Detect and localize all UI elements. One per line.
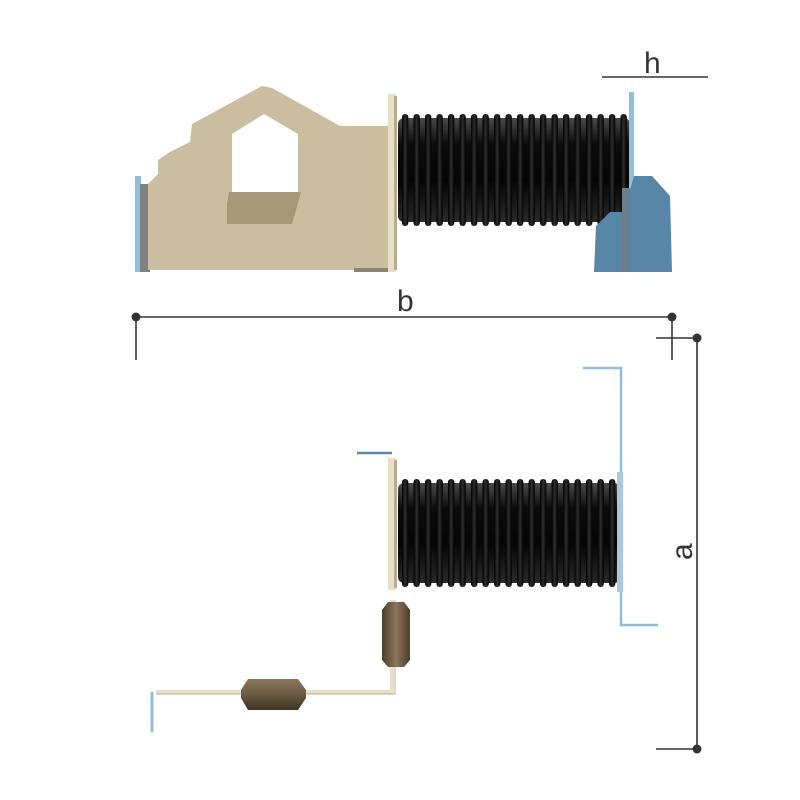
pipe-rib (471, 479, 478, 587)
pipe-rib (448, 479, 455, 587)
pipe-rib (494, 114, 501, 226)
dimension-h: h (602, 47, 708, 80)
pipe-rib (425, 479, 432, 587)
side-right-end-plate (629, 92, 634, 272)
corrugated-pipe-side (398, 114, 630, 226)
right-support-post (622, 188, 630, 272)
pipe-collar (388, 94, 396, 272)
pipe-rib (505, 479, 512, 587)
pipe-rib (597, 479, 604, 587)
vertical-coupling (382, 602, 410, 667)
pipe-rib (517, 114, 524, 226)
pipe-rib (459, 479, 466, 587)
pipe-rib (436, 479, 443, 587)
dimension-h-label: h (644, 47, 661, 80)
pipe-rib (413, 479, 420, 587)
right-support-block (594, 176, 672, 272)
pipe-rib (551, 479, 558, 587)
pipe-rib (413, 114, 420, 226)
pipe-rib (402, 479, 409, 587)
dimension-b: b (131, 285, 677, 360)
pipe-rib (586, 479, 593, 587)
plan-left-collar-edge (394, 460, 397, 588)
pipe-rib (517, 479, 524, 587)
pipe-rib (459, 114, 466, 226)
inspection-opening (232, 114, 298, 192)
side-left-end-plate (135, 176, 141, 272)
dimension-a-label: a (666, 543, 699, 560)
pipe-rib (425, 114, 432, 226)
horizontal-coupling (241, 679, 306, 710)
pipe-rib (597, 114, 604, 226)
pipe-rib (609, 479, 616, 587)
pipe-collar-edge (394, 96, 397, 270)
pipe-rib (482, 479, 489, 587)
pipe-rib (505, 114, 512, 226)
pipe-rib (436, 114, 443, 226)
pipe-rib (482, 114, 489, 226)
pipe-rib (528, 114, 535, 226)
dimension-a-top-dot (692, 333, 702, 343)
base-foot (354, 268, 394, 272)
pipe-rib (540, 479, 547, 587)
pipe-rib (402, 114, 409, 226)
pipe-rib (551, 114, 558, 226)
pipe-rib (574, 114, 581, 226)
pipe-rib (448, 114, 455, 226)
plan-view (150, 366, 658, 732)
pipe-rib (586, 114, 593, 226)
dimension-b-right-dot (667, 312, 677, 322)
pipe-rib (540, 114, 547, 226)
plan-right-end-plate (617, 472, 623, 592)
plan-left-collar (388, 458, 396, 590)
pipe-rib (574, 479, 581, 587)
dimension-a: a (656, 333, 702, 754)
dimension-b-label: b (397, 285, 414, 318)
pipe-rib (563, 114, 570, 226)
opening-sill (227, 192, 301, 224)
inlet-pipe (156, 600, 394, 694)
pipe-rib (494, 479, 501, 587)
corrugated-pipe-plan (398, 479, 620, 587)
pipe-rib (471, 114, 478, 226)
dimension-a-bottom-dot (692, 744, 702, 754)
side-view (135, 86, 672, 272)
dimension-b-left-dot (131, 312, 141, 322)
pipe-rib (609, 114, 616, 226)
side-left-end-plate-shadow (140, 184, 150, 272)
pipe-rib (528, 479, 535, 587)
pipe-rib (563, 479, 570, 587)
